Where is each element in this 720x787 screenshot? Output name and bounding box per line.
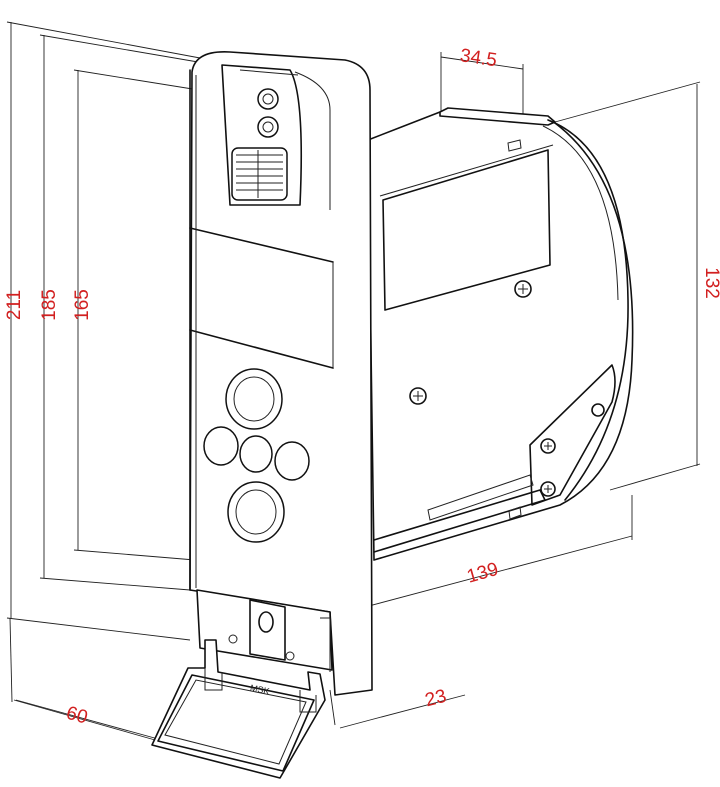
dim-label-width-top: 34.5 (459, 45, 499, 71)
dim-label-height-right: 132 (701, 267, 720, 299)
screw-icon (540, 481, 556, 497)
dimension-lines (6, 21, 701, 746)
side-housing (367, 107, 634, 561)
right-button (274, 441, 310, 481)
screw-icons (409, 280, 556, 497)
indicator-light (257, 116, 279, 138)
dim-label-width-front: 60 (64, 703, 90, 729)
dim-label-height-inner: 165 (72, 289, 93, 321)
left-button (203, 426, 239, 466)
front-faceplate (189, 51, 373, 696)
strap-entry (196, 589, 333, 672)
dim-label-height-mid: 185 (39, 289, 60, 321)
indicator-lights (257, 88, 279, 138)
dim-label-height-overall: 211 (4, 290, 25, 320)
brand-stamp: MSK (249, 683, 270, 697)
thumbwheel (231, 147, 288, 201)
dim-label-depth: 139 (465, 559, 501, 588)
dim-label-front-offset: 23 (423, 686, 449, 711)
indicator-light (257, 88, 279, 110)
screw-icon (514, 280, 532, 298)
screw-icon (409, 387, 427, 405)
dimension-labels: 34.5 132 211 185 165 139 23 60 (4, 45, 720, 728)
control-buttons (203, 368, 310, 543)
screw-icon (540, 438, 556, 454)
strap-guide-bracket (151, 639, 326, 779)
center-button (239, 435, 273, 473)
